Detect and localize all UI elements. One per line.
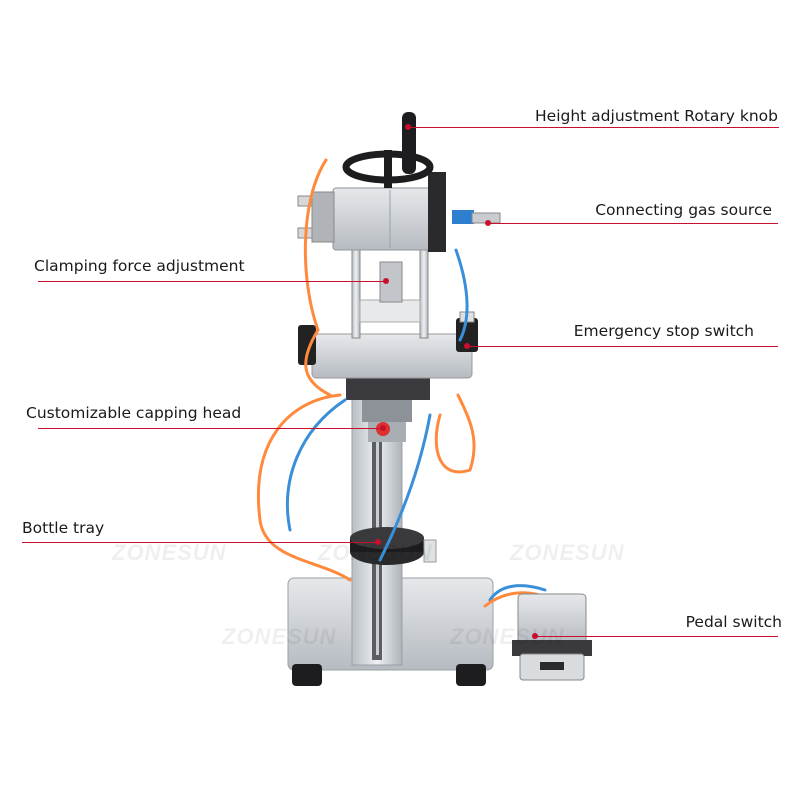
leader-dot (485, 220, 491, 226)
callout-label: Pedal switch (685, 613, 782, 631)
leader-dot (532, 633, 538, 639)
watermark: ZONESUN (510, 540, 625, 565)
leader-line (468, 346, 778, 347)
leader-line (536, 636, 778, 637)
capping-head (346, 377, 430, 442)
guide-rods (351, 247, 429, 339)
callout-label: Customizable capping head (26, 404, 242, 422)
callout-label: Bottle tray (22, 519, 105, 537)
leader-dot (375, 539, 381, 545)
leader-line (409, 127, 779, 128)
leader-line (38, 281, 385, 282)
callout-label: Height adjustment Rotary knob (535, 107, 778, 125)
callout-label: Emergency stop switch (573, 322, 754, 340)
leader-line (38, 428, 383, 429)
watermark: ZONESUN (112, 540, 227, 565)
leader-dot (383, 278, 389, 284)
watermark: ZONESUN (450, 624, 565, 649)
leader-dot (380, 425, 386, 431)
handwheel (342, 112, 434, 188)
pedal-unit (512, 593, 592, 681)
middle-plate (298, 311, 478, 379)
leader-dot (464, 343, 470, 349)
gas-connector (452, 210, 501, 224)
watermark: ZONESUN (222, 624, 337, 649)
callout-label: Clamping force adjustment (34, 257, 245, 275)
leader-dot (405, 124, 411, 130)
watermark: ZONESUN (318, 540, 433, 565)
leader-line (22, 542, 378, 543)
leader-line (489, 223, 778, 224)
cylinder-block (297, 172, 446, 252)
callout-label: Connecting gas source (595, 201, 772, 219)
